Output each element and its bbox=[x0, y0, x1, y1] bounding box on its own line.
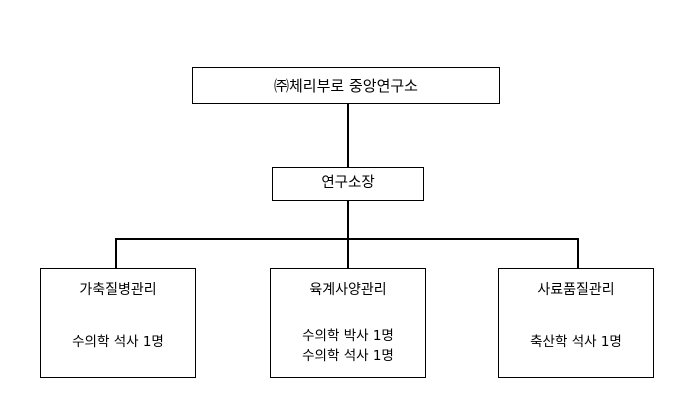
connector-drop-department-1 bbox=[115, 238, 117, 268]
department-staff-line: 수의학 석사 1명 bbox=[72, 334, 164, 350]
node-department-livestock-disease: 가축질병관리 수의학 석사 1명 bbox=[40, 268, 196, 378]
connector-director-to-bus bbox=[347, 201, 349, 269]
department-title: 육계사양관리 bbox=[309, 282, 387, 298]
department-staff-list: 수의학 석사 1명 bbox=[41, 333, 195, 353]
department-title: 사료품질관리 bbox=[537, 282, 615, 298]
connector-horizontal-bus bbox=[115, 238, 579, 240]
node-root-label: ㈜체리부로 중앙연구소 bbox=[274, 76, 418, 95]
department-title: 가축질병관리 bbox=[79, 282, 157, 298]
node-director: 연구소장 bbox=[272, 167, 424, 201]
node-department-feed-quality: 사료품질관리 축산학 석사 1명 bbox=[498, 268, 654, 378]
department-staff-list: 수의학 박사 1명 수의학 석사 1명 bbox=[271, 327, 425, 366]
department-staff-line: 수의학 석사 1명 bbox=[302, 347, 394, 364]
node-department-broiler-management: 육계사양관리 수의학 박사 1명 수의학 석사 1명 bbox=[270, 268, 426, 378]
node-root-institute: ㈜체리부로 중앙연구소 bbox=[192, 67, 500, 104]
department-staff-line: 축산학 석사 1명 bbox=[530, 334, 622, 350]
node-director-label: 연구소장 bbox=[321, 175, 375, 192]
department-staff-list: 축산학 석사 1명 bbox=[499, 333, 653, 353]
department-staff-line: 수의학 박사 1명 bbox=[302, 328, 394, 344]
connector-drop-department-3 bbox=[577, 238, 579, 268]
connector-root-to-director bbox=[347, 104, 349, 167]
